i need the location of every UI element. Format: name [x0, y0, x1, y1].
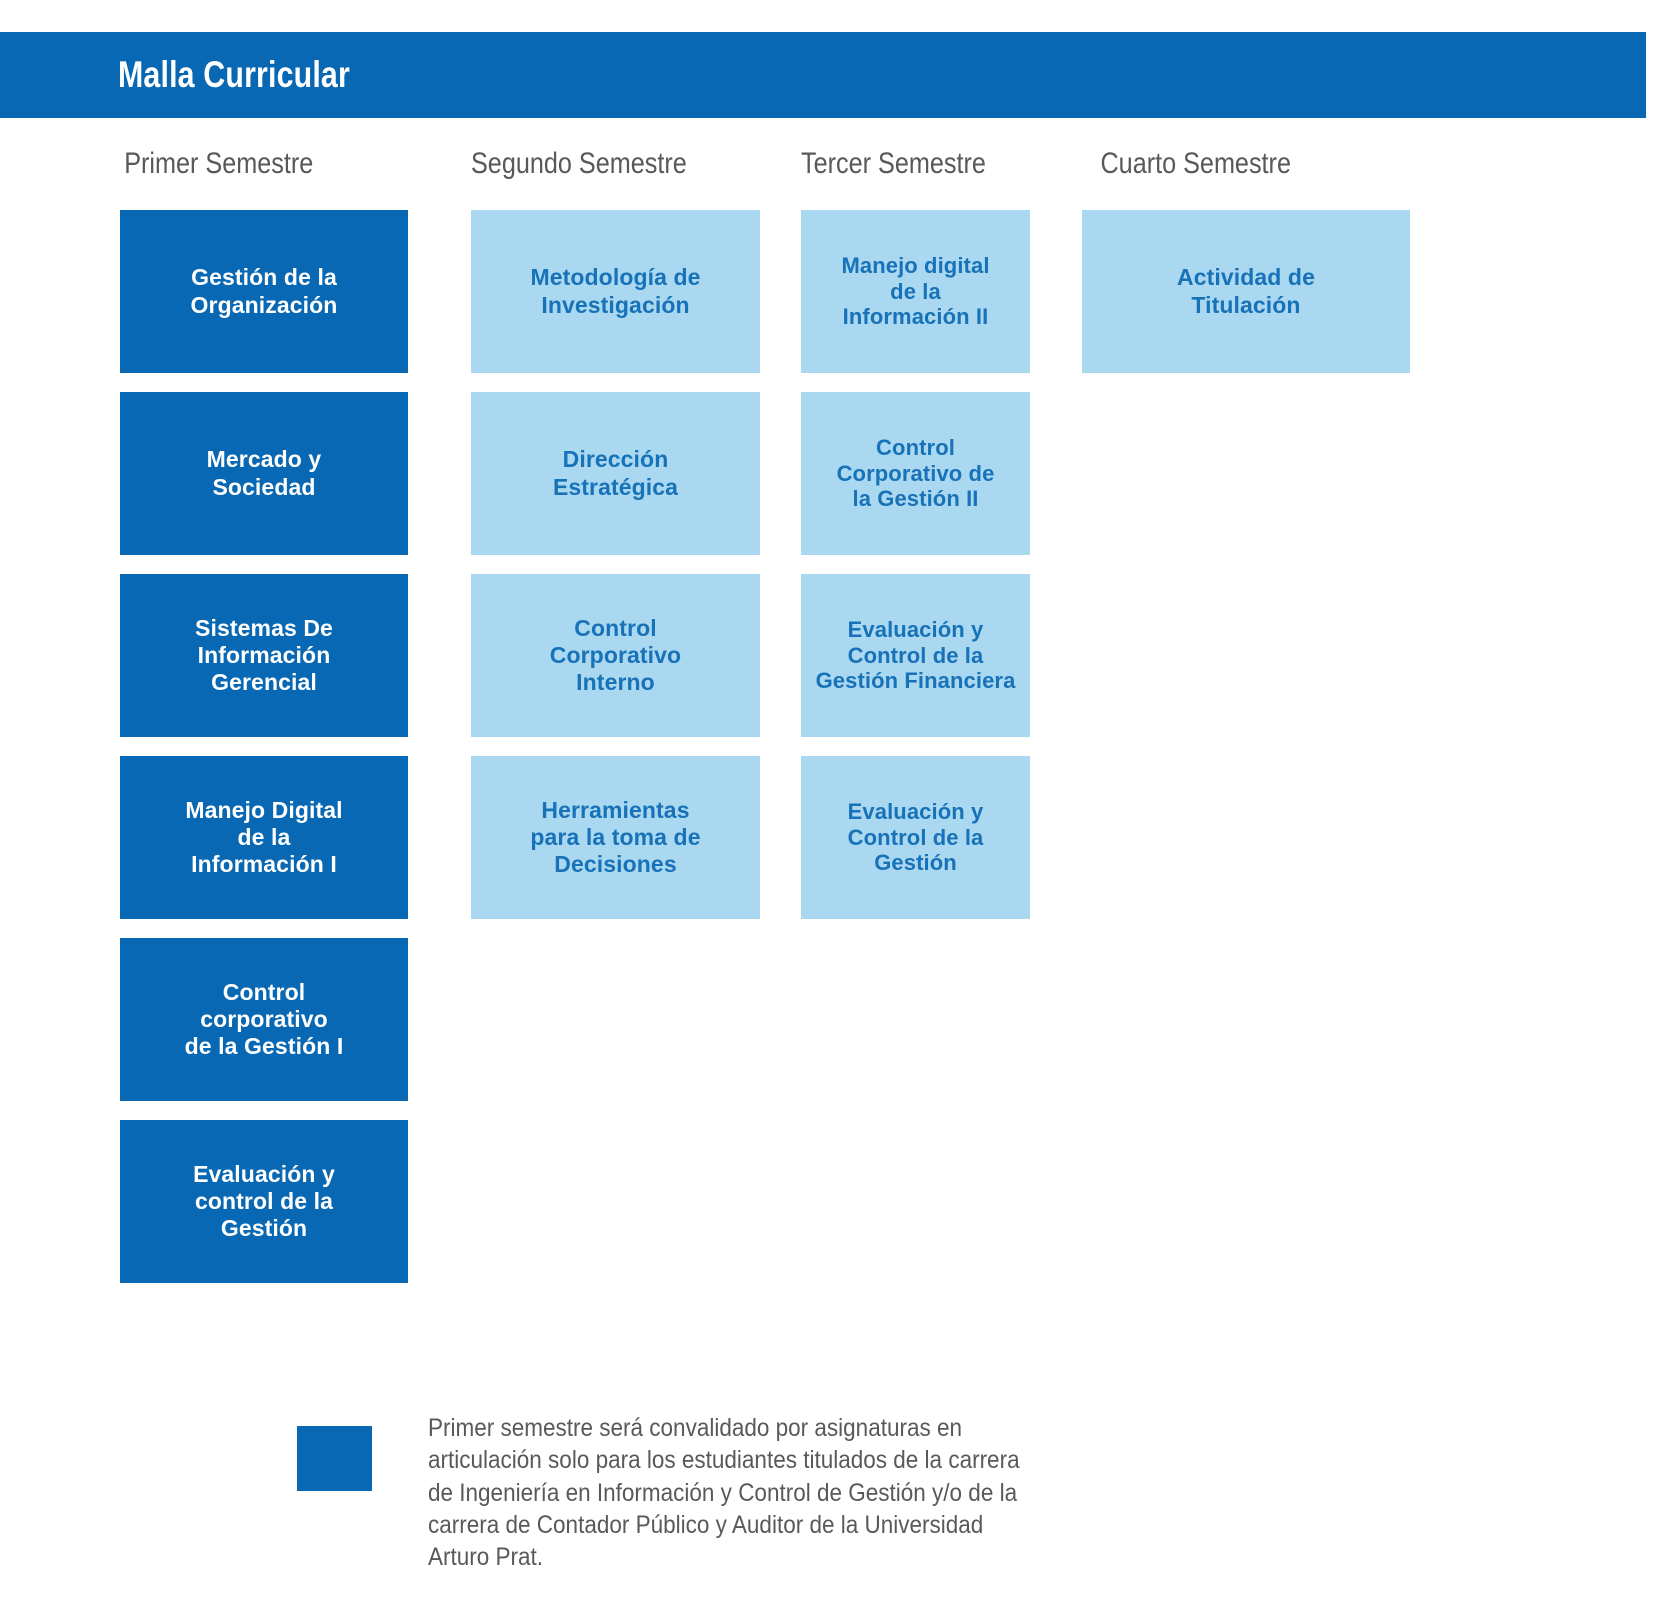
column-header-tercer-semestre: Tercer Semestre: [801, 147, 986, 180]
course-box[interactable]: Mercado y Sociedad: [120, 392, 408, 555]
legend-note-text: Primer semestre será convalidado por asi…: [428, 1414, 1020, 1571]
legend: Primer semestre será convalidado por asi…: [297, 1412, 1085, 1573]
course-box[interactable]: Actividad de Titulación: [1082, 210, 1410, 373]
course-box[interactable]: Evaluación y Control de la Gestión: [801, 756, 1030, 919]
header-bar: Malla Curricular: [0, 32, 1646, 118]
semester-column-2: Segundo Semestre Metodología de Investig…: [471, 118, 760, 938]
course-box[interactable]: Herramientas para la toma de Decisiones: [471, 756, 760, 919]
course-box[interactable]: Control corporativo de la Gestión I: [120, 938, 408, 1101]
column-header-cuarto-semestre: Cuarto Semestre: [1100, 147, 1291, 180]
page-title: Malla Curricular: [118, 54, 350, 95]
column-header-segundo-semestre: Segundo Semestre: [471, 147, 687, 180]
course-box[interactable]: Control Corporativo de la Gestión II: [801, 392, 1030, 555]
course-box[interactable]: Evaluación y Control de la Gestión Finan…: [801, 574, 1030, 737]
course-box[interactable]: Sistemas De Información Gerencial: [120, 574, 408, 737]
legend-color-swatch: [297, 1426, 372, 1491]
semester-column-1: Primer Semestre Gestión de la Organizaci…: [120, 118, 408, 1302]
course-box[interactable]: Gestión de la Organización: [120, 210, 408, 373]
course-box[interactable]: Manejo Digital de la Información I: [120, 756, 408, 919]
course-box[interactable]: Control Corporativo Interno: [471, 574, 760, 737]
course-box[interactable]: Evaluación y control de la Gestión: [120, 1120, 408, 1283]
column-header-primer-semestre: Primer Semestre: [124, 147, 314, 180]
semester-column-3: Tercer Semestre Manejo digital de la Inf…: [801, 118, 1030, 938]
course-box[interactable]: Metodología de Investigación: [471, 210, 760, 373]
semester-column-4: Cuarto Semestre Actividad de Titulación: [1082, 118, 1410, 392]
course-box[interactable]: Manejo digital de la Información II: [801, 210, 1030, 373]
course-box[interactable]: Dirección Estratégica: [471, 392, 760, 555]
